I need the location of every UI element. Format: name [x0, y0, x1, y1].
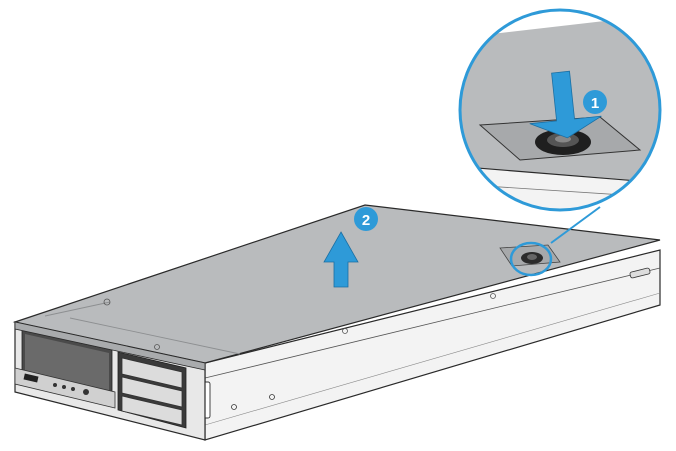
magnifier-ring — [458, 8, 662, 212]
panel-dimple — [342, 328, 348, 334]
status-led — [62, 385, 66, 389]
drive-bay-cage — [117, 351, 187, 429]
side-slot — [629, 267, 651, 279]
server-chassis — [14, 249, 661, 441]
side-rail-line — [204, 267, 661, 379]
step-1-number: 1 — [591, 95, 599, 112]
side-rail-line — [204, 292, 661, 426]
panel-dimple — [490, 293, 496, 299]
usb-port — [23, 373, 39, 383]
arrow-up-icon — [323, 231, 359, 288]
panel-crease — [69, 317, 241, 355]
status-led — [71, 387, 75, 391]
panel-dimple — [103, 298, 111, 306]
arrow-down-icon — [529, 70, 602, 139]
latch-highlight-circle — [509, 241, 553, 277]
magnifier-callout — [458, 8, 662, 244]
magnifier-leader — [550, 206, 601, 244]
step-2-callout: 2 — [354, 207, 378, 231]
access-panel-front-lip — [14, 321, 206, 371]
panel-crease — [44, 301, 111, 317]
step-2-number: 2 — [362, 212, 370, 229]
step-1-callout: 1 — [583, 90, 607, 114]
drive-bay-2 — [121, 376, 183, 408]
panel-dimple — [154, 344, 160, 350]
drive-bay-3 — [121, 395, 183, 426]
side-screw — [231, 404, 237, 410]
drive-bay-1 — [121, 357, 183, 389]
side-screw — [269, 394, 275, 400]
power-button-icon — [83, 389, 89, 395]
status-led — [53, 383, 57, 387]
